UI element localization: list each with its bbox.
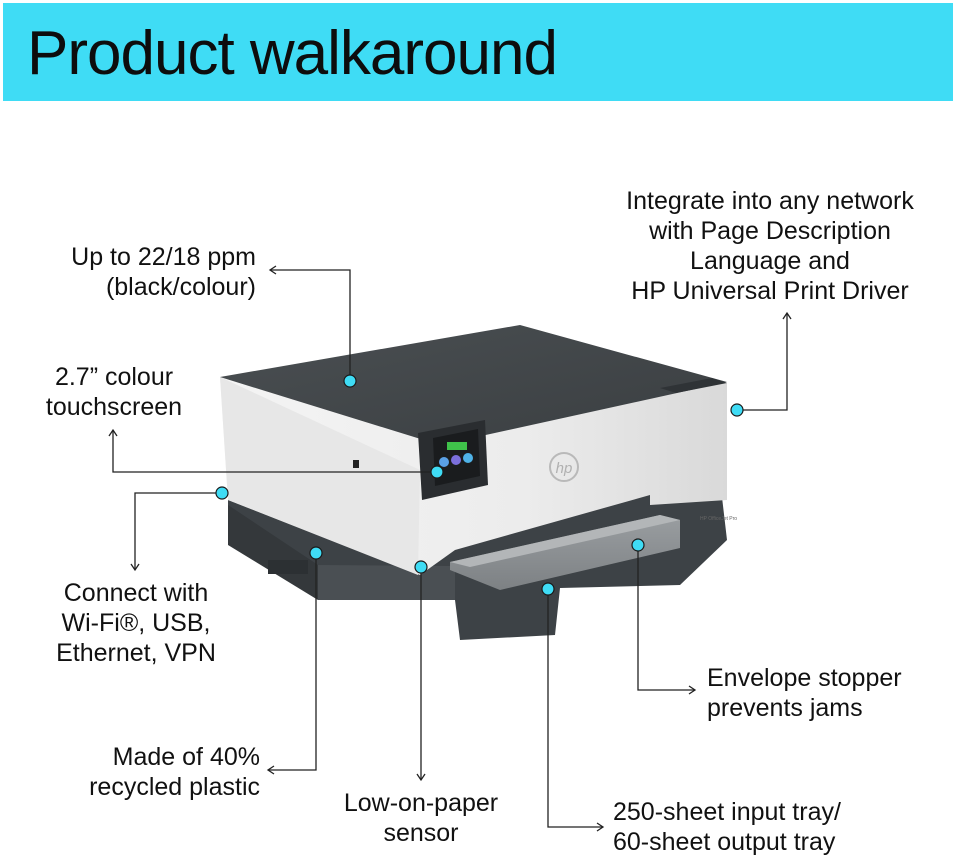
marker-sensor — [414, 560, 428, 574]
callout-tray-line-2: 60-sheet output tray — [613, 828, 836, 856]
callout-connect-line-2: Wi-Fi®, USB, — [61, 609, 211, 637]
callout-envelope-line-1: Envelope stopper — [707, 664, 902, 692]
callout-speed-line-1: Up to 22/18 ppm — [71, 243, 256, 271]
callout-markers — [215, 374, 744, 596]
hp-logo-text: hp — [556, 460, 573, 477]
callout-connect-line-3: Ethernet, VPN — [56, 639, 216, 667]
marker-touchscreen — [430, 465, 444, 479]
output-tray: HP OfficeJet Pro — [450, 515, 737, 590]
marker-recycled — [309, 546, 323, 560]
marker-envelope — [631, 538, 645, 552]
callout-network-line-4: HP Universal Print Driver — [631, 277, 909, 305]
callout-sensor: Low-on-paper sensor — [326, 788, 516, 848]
callout-speed: Up to 22/18 ppm (black/colour) — [71, 242, 256, 302]
callout-touchscreen-line-1: 2.7” colour — [54, 363, 174, 391]
leader-lines — [108, 265, 792, 832]
page-title: Product walkaround — [27, 19, 558, 88]
marker-network — [730, 403, 744, 417]
hp-logo: hp — [549, 452, 579, 482]
callout-tray-line-1: 250-sheet input tray/ — [613, 798, 841, 826]
top-cover — [220, 325, 727, 445]
callout-connect: Connect with Wi-Fi®, USB, Ethernet, VPN — [40, 578, 232, 668]
callout-sensor-line-1: Low-on-paper — [343, 789, 499, 817]
callout-network: Integrate into any network with Page Des… — [600, 186, 940, 306]
title-banner: Product walkaround — [3, 3, 953, 101]
callout-recycled-line-1: Made of 40% — [112, 743, 260, 771]
callout-connect-line-1: Connect with — [63, 579, 209, 607]
touchscreen-panel — [418, 420, 488, 500]
callout-envelope: Envelope stopper prevents jams — [707, 663, 902, 723]
model-label: HP OfficeJet Pro — [700, 516, 737, 522]
callout-envelope-line-2: prevents jams — [707, 694, 863, 722]
callout-tray: 250-sheet input tray/ 60-sheet output tr… — [613, 797, 841, 857]
callout-network-line-3: Language and — [690, 247, 850, 275]
callout-network-line-1: Integrate into any network — [626, 187, 914, 215]
callout-speed-line-2: (black/colour) — [105, 273, 256, 301]
callout-sensor-line-2: sensor — [383, 819, 459, 847]
marker-tray — [541, 582, 555, 596]
callout-touchscreen: 2.7” colour touchscreen — [30, 362, 198, 422]
callout-touchscreen-line-2: touchscreen — [45, 393, 183, 421]
callout-network-line-2: with Page Description — [649, 217, 891, 245]
callout-recycled: Made of 40% recycled plastic — [89, 742, 260, 802]
marker-speed — [343, 374, 357, 388]
callout-recycled-line-2: recycled plastic — [89, 773, 260, 801]
marker-connect — [215, 486, 229, 500]
